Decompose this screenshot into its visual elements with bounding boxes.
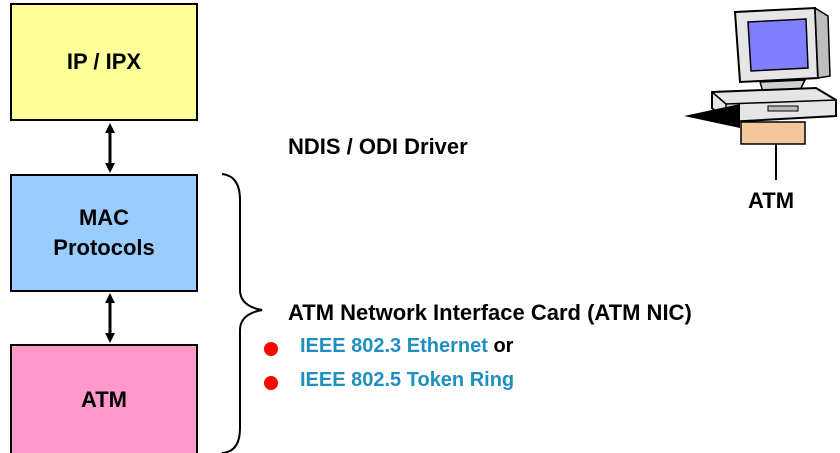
mac-protocols-box: MAC Protocols	[10, 174, 198, 292]
nic-title: ATM Network Interface Card (ATM NIC)	[288, 300, 692, 325]
ethernet-label: IEEE 802.3 Ethernet	[300, 335, 488, 357]
token-ring-label: IEEE 802.5 Token Ring	[300, 369, 515, 391]
option-token-ring: IEEE 802.5 Token Ring	[300, 369, 514, 392]
mac-label-line1: MAC	[78, 205, 130, 230]
ip-ipx-box: IP / IPX	[10, 3, 198, 121]
or-label: or	[493, 335, 514, 357]
bullet-dot	[264, 342, 278, 356]
pc-atm-label: ATM	[748, 188, 795, 213]
atm-box: ATM	[10, 344, 198, 453]
option-ethernet: IEEE 802.3 Ethernet or	[300, 335, 513, 358]
driver-label: NDIS / ODI Driver	[288, 134, 468, 159]
computer-icon	[684, 6, 837, 180]
mac-label-line2: Protocols	[53, 235, 155, 260]
nic-brace	[221, 173, 263, 453]
atm-box-label: ATM	[80, 386, 128, 412]
ip-ipx-label: IP / IPX	[66, 49, 142, 74]
bullet-dot	[264, 376, 278, 390]
